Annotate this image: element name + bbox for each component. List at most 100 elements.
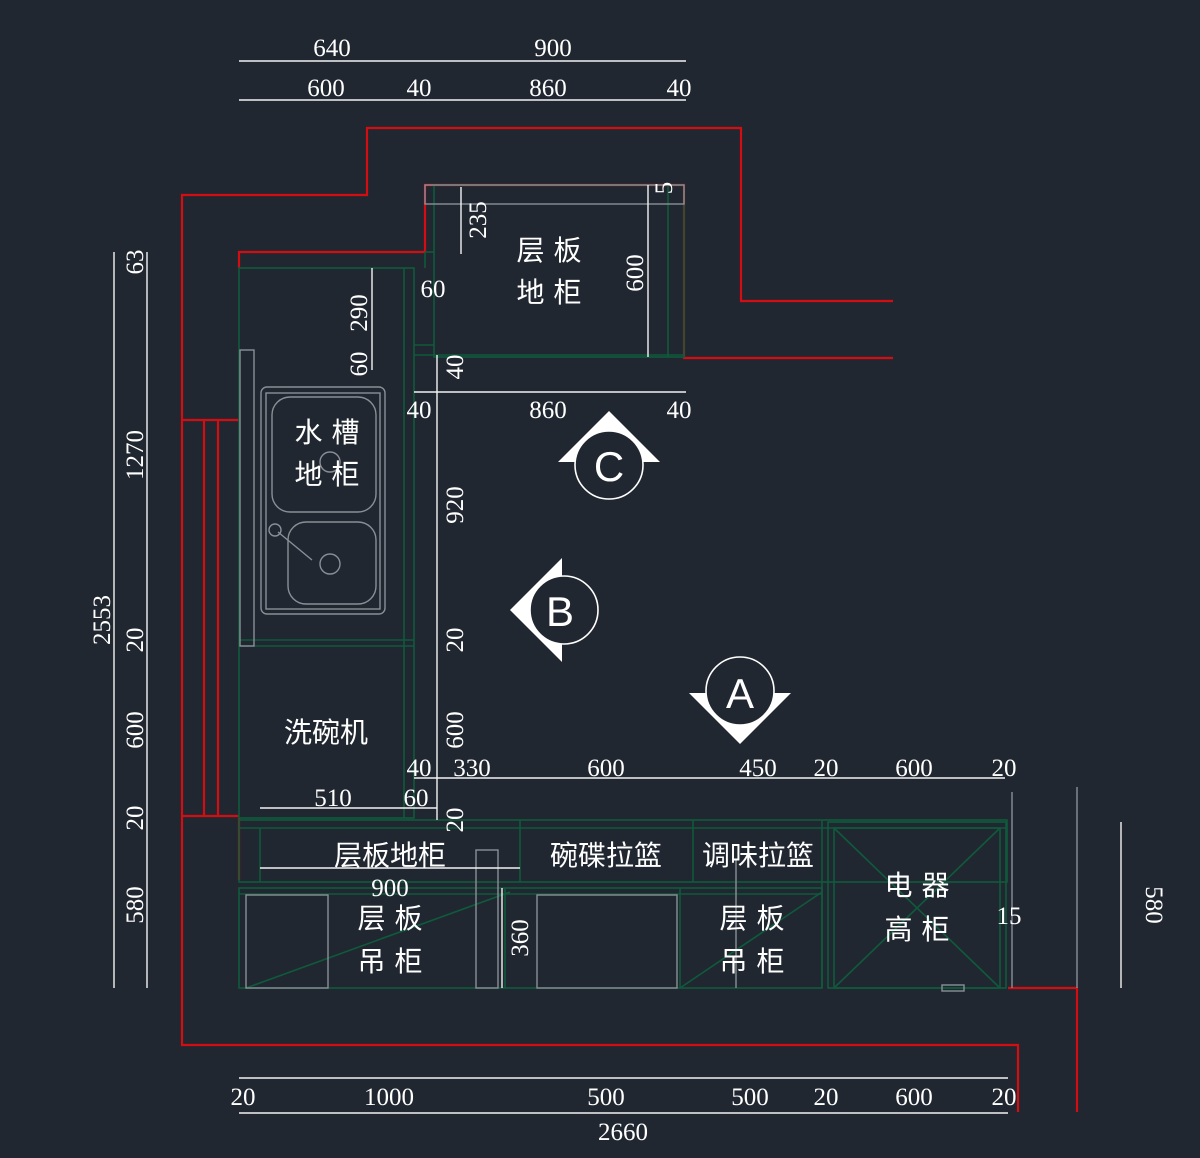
sink-cabinet-label-2: 地 柜 xyxy=(295,458,360,491)
dim-40-base: 40 xyxy=(407,755,432,782)
right-wall-cabinet-label-2: 吊 柜 xyxy=(720,945,785,978)
dim-60-base-text: 60 xyxy=(404,785,429,812)
dim-900-top: 900 xyxy=(534,35,572,62)
dim-510-text: 510 xyxy=(314,785,352,812)
marker-a-circle xyxy=(705,656,775,726)
left-wall-cabinet-label-2: 吊 柜 xyxy=(358,945,423,978)
sink-cabinet-label-1: 水 槽 xyxy=(295,416,360,449)
dimension-text: 640 900 600 40 860 40 2553 63 1270 20 60… xyxy=(89,35,1167,1146)
dim-860-top: 860 xyxy=(529,75,567,102)
dim-500-a: 500 xyxy=(587,1084,625,1111)
dim-40-inner-a: 40 xyxy=(407,397,432,424)
wall-cabinet-run xyxy=(238,887,823,989)
faucet-icon xyxy=(277,531,313,561)
dim-20-base-b: 20 xyxy=(992,755,1017,782)
upper-cabinet-label-2: 地 柜 xyxy=(517,276,582,309)
left-run-cabinets xyxy=(238,267,415,819)
marker-b-circle xyxy=(529,575,599,645)
dim-640: 640 xyxy=(313,35,351,62)
drain-upper xyxy=(319,451,341,473)
dim-235-text: 235 xyxy=(465,201,492,239)
dimension-lines xyxy=(113,60,1122,1114)
dim-40v-text: 40 xyxy=(442,355,469,380)
marker-c-letter: C xyxy=(594,443,624,490)
dim-450: 450 xyxy=(739,755,777,782)
sink-rim xyxy=(265,392,381,610)
wall-cab-diag-left xyxy=(245,891,511,989)
dim-20-bottom-a: 20 xyxy=(231,1084,256,1111)
elevation-marker-a[interactable]: A xyxy=(689,656,791,744)
dim-920-text: 920 xyxy=(442,486,469,524)
upper-shelf-top xyxy=(424,184,685,205)
dim-2660: 2660 xyxy=(598,1119,648,1146)
dim-600-base-b: 600 xyxy=(895,755,933,782)
left-wall-cabinet-label-1: 层 板 xyxy=(358,902,423,935)
tall-cabinet-label-1: 电 器 xyxy=(885,869,950,902)
bottom-base-run xyxy=(238,819,1008,883)
dim-330: 330 xyxy=(453,755,491,782)
walls xyxy=(180,126,1079,1112)
inner-wall xyxy=(237,183,893,360)
dim-60b-text: 60 xyxy=(346,352,373,377)
dim-15-text: 15 xyxy=(997,903,1022,930)
dim-20-base-a: 20 xyxy=(814,755,839,782)
marker-c-circle xyxy=(574,430,644,500)
right-wall-cabinet-label-1: 层 板 xyxy=(720,902,785,935)
left-panel xyxy=(239,349,255,647)
dim-60-upper-text: 60 xyxy=(421,276,446,303)
dim-20-left-a: 20 xyxy=(122,628,149,653)
tall-cabinet-label-2: 高 柜 xyxy=(885,913,950,946)
elevation-marker-c[interactable]: C xyxy=(558,411,660,500)
dim-20-bottom-c: 20 xyxy=(992,1084,1017,1111)
spice-basket-label: 调味拉篮 xyxy=(702,839,814,872)
handle xyxy=(941,984,965,992)
dim-20-left-b: 20 xyxy=(122,806,149,831)
sink-outer xyxy=(260,386,386,615)
dim-500-b: 500 xyxy=(731,1084,769,1111)
dim-40-inner-b: 40 xyxy=(667,397,692,424)
dim-600-upper-text: 600 xyxy=(622,254,649,292)
cabinets xyxy=(238,184,1008,989)
sink-bowl-upper xyxy=(271,396,377,513)
range-hood-side xyxy=(475,849,499,989)
range-hood xyxy=(536,894,678,989)
dim-63: 63 xyxy=(122,250,149,275)
dim-20-bottom-b: 20 xyxy=(814,1084,839,1111)
dim-900-base-text: 900 xyxy=(371,875,409,902)
shelf-base-cabinet-label: 层板地柜 xyxy=(334,839,446,872)
dim-20-inner-b: 20 xyxy=(442,808,469,833)
dim-600-inner: 600 xyxy=(442,711,469,749)
dim-20-inner-a: 20 xyxy=(442,628,469,653)
dim-360-text: 360 xyxy=(507,919,534,957)
dim-600-left: 600 xyxy=(122,711,149,749)
sink-bowl-lower xyxy=(287,521,377,605)
dishwasher-label: 洗碗机 xyxy=(284,716,368,749)
dim-600-base: 600 xyxy=(587,755,625,782)
dish-basket-label: 碗碟拉篮 xyxy=(550,839,662,872)
wall-cab-box-1 xyxy=(245,894,329,989)
dim-40-top-a: 40 xyxy=(407,75,432,102)
marker-a-letter: A xyxy=(726,670,754,717)
dim-1000: 1000 xyxy=(364,1084,414,1111)
cabinet-labels: 层 板 地 柜 水 槽 地 柜 洗碗机 层板地柜 碗碟拉篮 调味拉篮 层 板 吊… xyxy=(284,234,949,978)
fixtures xyxy=(239,184,1078,992)
outer-wall xyxy=(180,126,1020,1112)
wall-cab-diag-right xyxy=(679,891,823,989)
dim-5-text: 5 xyxy=(651,182,678,195)
upper-cabinet-label-1: 层 板 xyxy=(517,234,582,267)
dim-40-top-b: 40 xyxy=(667,75,692,102)
dim-860-inner: 860 xyxy=(529,397,567,424)
elevation-marker-b[interactable]: B xyxy=(510,558,599,662)
dim-2553: 2553 xyxy=(89,595,116,645)
dim-1270: 1270 xyxy=(122,430,149,480)
dim-600-top: 600 xyxy=(307,75,345,102)
tall-cab-diag2 xyxy=(833,827,1001,989)
faucet-base xyxy=(268,523,282,537)
dim-580-left: 580 xyxy=(122,886,149,924)
dim-600-bottom: 600 xyxy=(895,1084,933,1111)
drain-lower xyxy=(319,553,341,575)
dim-290-text: 290 xyxy=(346,294,373,332)
tall-cab-inner xyxy=(833,827,1001,989)
